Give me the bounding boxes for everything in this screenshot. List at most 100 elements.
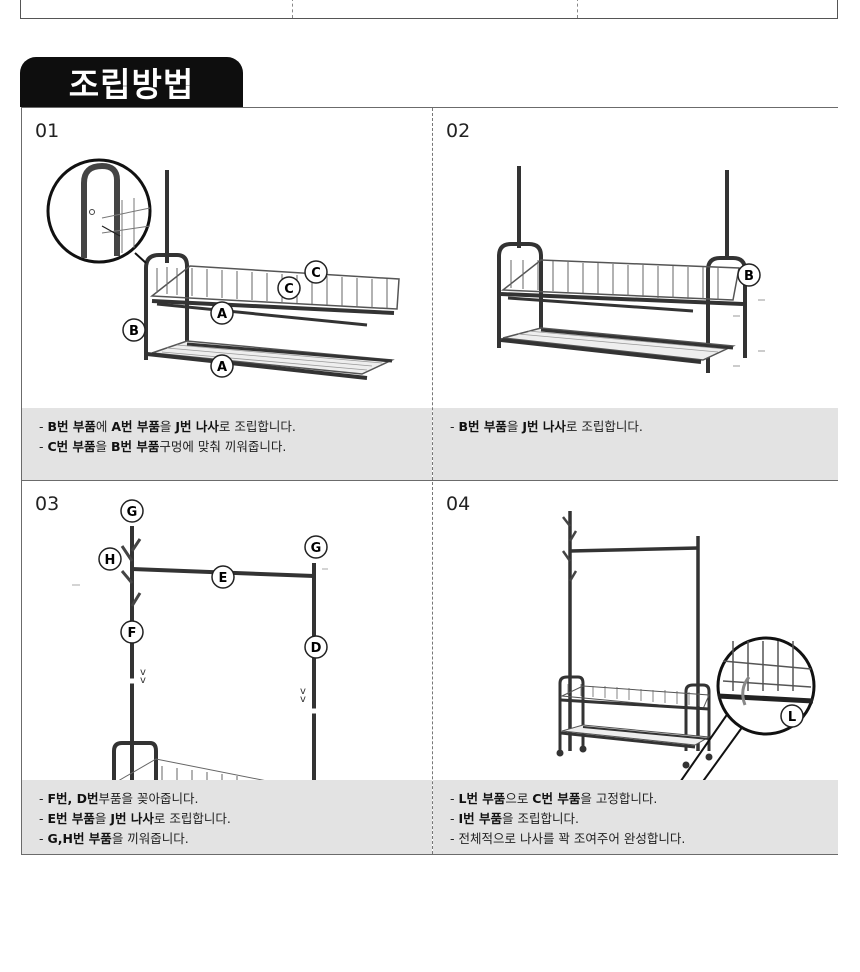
caption-text: - 전체적으로 나사를 꽉 조여주어 완성합니다.: [450, 831, 686, 846]
step-04-illustration: L I: [556, 511, 816, 781]
step-02-illustration: B: [497, 166, 765, 373]
label-d: D: [311, 641, 322, 656]
label-c: C: [311, 266, 321, 281]
label-e: E: [219, 571, 228, 586]
label-b-circle: [122, 318, 146, 342]
step-02-caption: - B번 부품을 J번 나사로 조립합니다.: [433, 408, 838, 480]
previous-table-bottom: [20, 0, 838, 19]
caption-bold-text: A번 부품: [111, 419, 160, 434]
caption-bold-text: B번 부품: [111, 439, 160, 454]
label-a-circle: [210, 354, 234, 378]
label-a: A: [217, 360, 227, 375]
label-a-circle: [210, 301, 234, 325]
caption-text: 을: [506, 419, 523, 434]
caption-text: 로 조립합니다.: [565, 419, 643, 434]
step-02: B 02 - B번 부품을 J번 나사로 조립합니다.: [433, 108, 838, 480]
caption-line: - E번 부품을 J번 나사로 조립합니다.: [39, 809, 432, 829]
step-number: 01: [35, 120, 60, 142]
caption-text: 을 고정합니다.: [580, 791, 658, 806]
column-divider: [432, 108, 433, 854]
caption-text: 로 조립합니다.: [153, 811, 231, 826]
caption-text: 로 조립합니다.: [218, 419, 296, 434]
label-h-circle: [98, 547, 122, 571]
svg-text:v: v: [300, 694, 306, 705]
label-b: B: [129, 324, 139, 339]
caption-bold-text: L번 부품: [458, 791, 506, 806]
caption-bold-text: C번: [532, 791, 558, 806]
caption-bold-text: 부품: [557, 791, 581, 806]
assembly-steps-grid: A A B C C 01 - B번 부품에 A번 부품을 J번 나사로 조립합니…: [21, 107, 838, 855]
caption-bold-text: F번, D번: [47, 791, 99, 806]
section-title: 조립방법: [20, 57, 243, 107]
caption-text: 을: [94, 811, 111, 826]
table-divider: [292, 0, 293, 18]
label-b: B: [744, 269, 754, 284]
caption-line: - B번 부품에 A번 부품을 J번 나사로 조립합니다.: [39, 417, 432, 437]
label-g-circle: [120, 499, 144, 523]
label-c-circle: [277, 276, 301, 300]
label-l: L: [788, 710, 796, 725]
label-c: C: [284, 282, 294, 297]
caption-bold-text: J번 나사: [175, 419, 219, 434]
caption-text: -: [39, 811, 48, 826]
caption-bold-text: B번 부품: [47, 419, 96, 434]
caption-line: - F번, D번부품을 꽂아줍니다.: [39, 789, 432, 809]
caption-text: 구멍에 맞춰 끼워줍니다.: [159, 439, 287, 454]
caption-line: - G,H번 부품을 끼워줍니다.: [39, 829, 432, 849]
caption-text: -: [39, 831, 48, 846]
step-number: 03: [35, 493, 60, 515]
step-number: 04: [446, 493, 471, 515]
caption-bold-text: G,H번 부품: [47, 831, 112, 846]
label-a: A: [217, 307, 227, 322]
caption-bold-text: J번 나사: [522, 419, 566, 434]
caption-line: - L번 부품으로 C번 부품을 고정합니다.: [450, 789, 838, 809]
caption-line: - B번 부품을 J번 나사로 조립합니다.: [450, 417, 838, 437]
caption-text: 에: [95, 419, 112, 434]
table-divider: [577, 0, 578, 18]
caption-bold-text: I번 부품: [458, 811, 502, 826]
caption-line: - C번 부품을 B번 부품구멍에 맞춰 끼워줍니다.: [39, 437, 432, 457]
label-c-circle: [304, 260, 328, 284]
caption-text: -: [450, 791, 459, 806]
caption-text: 을: [159, 419, 176, 434]
label-h: H: [105, 553, 116, 568]
caption-text: -: [39, 439, 48, 454]
caption-text: -: [450, 811, 459, 826]
caption-text: 을: [95, 439, 111, 454]
step-01: A A B C C 01 - B번 부품에 A번 부품을 J번 나사로 조립합니…: [22, 108, 432, 480]
row-divider: [22, 480, 837, 481]
caption-text: -: [450, 419, 459, 434]
caption-bold-text: B번 부품: [458, 419, 507, 434]
caption-text: -: [39, 791, 48, 806]
step-01-illustration: A A B C C: [46, 158, 400, 380]
step-03-caption: - F번, D번부품을 꽂아줍니다.- E번 부품을 J번 나사로 조립합니다.…: [22, 780, 432, 854]
step-04: L I 04 - L번 부품으로 C번 부품을 고정합니다.- I번 부품을 조…: [433, 481, 838, 854]
caption-bold-text: E번 부품: [47, 811, 95, 826]
caption-text: 으로: [505, 791, 533, 806]
caption-text: 을 조립합니다.: [502, 811, 579, 826]
step-number: 02: [446, 120, 471, 142]
svg-text:v: v: [140, 667, 146, 678]
caption-text: 을 끼워줍니다.: [111, 831, 189, 846]
label-g: G: [127, 505, 138, 520]
label-l-circle: [780, 704, 804, 728]
caption-line: - I번 부품을 조립합니다.: [450, 809, 838, 829]
svg-text:v: v: [140, 675, 146, 686]
label-f-circle: [120, 620, 144, 644]
step-01-caption: - B번 부품에 A번 부품을 J번 나사로 조립합니다.- C번 부품을 B번…: [22, 408, 432, 480]
caption-bold-text: J번 나사: [110, 811, 154, 826]
label-b-circle: [737, 263, 761, 287]
caption-line: - 전체적으로 나사를 꽉 조여주어 완성합니다.: [450, 829, 838, 849]
label-d-circle: [304, 635, 328, 659]
step-03-illustration: vv vv G G H E F: [72, 499, 328, 781]
svg-text:v: v: [300, 686, 306, 697]
label-f: F: [128, 626, 137, 641]
caption-text: 부품을 꽂아줍니다.: [98, 791, 199, 806]
caption-text: -: [39, 419, 48, 434]
caption-bold-text: C번 부품: [47, 439, 96, 454]
label-g: G: [311, 541, 322, 556]
step-04-caption: - L번 부품으로 C번 부품을 고정합니다.- I번 부품을 조립합니다.- …: [433, 780, 838, 854]
label-e-circle: [211, 565, 235, 589]
label-g-circle: [304, 535, 328, 559]
